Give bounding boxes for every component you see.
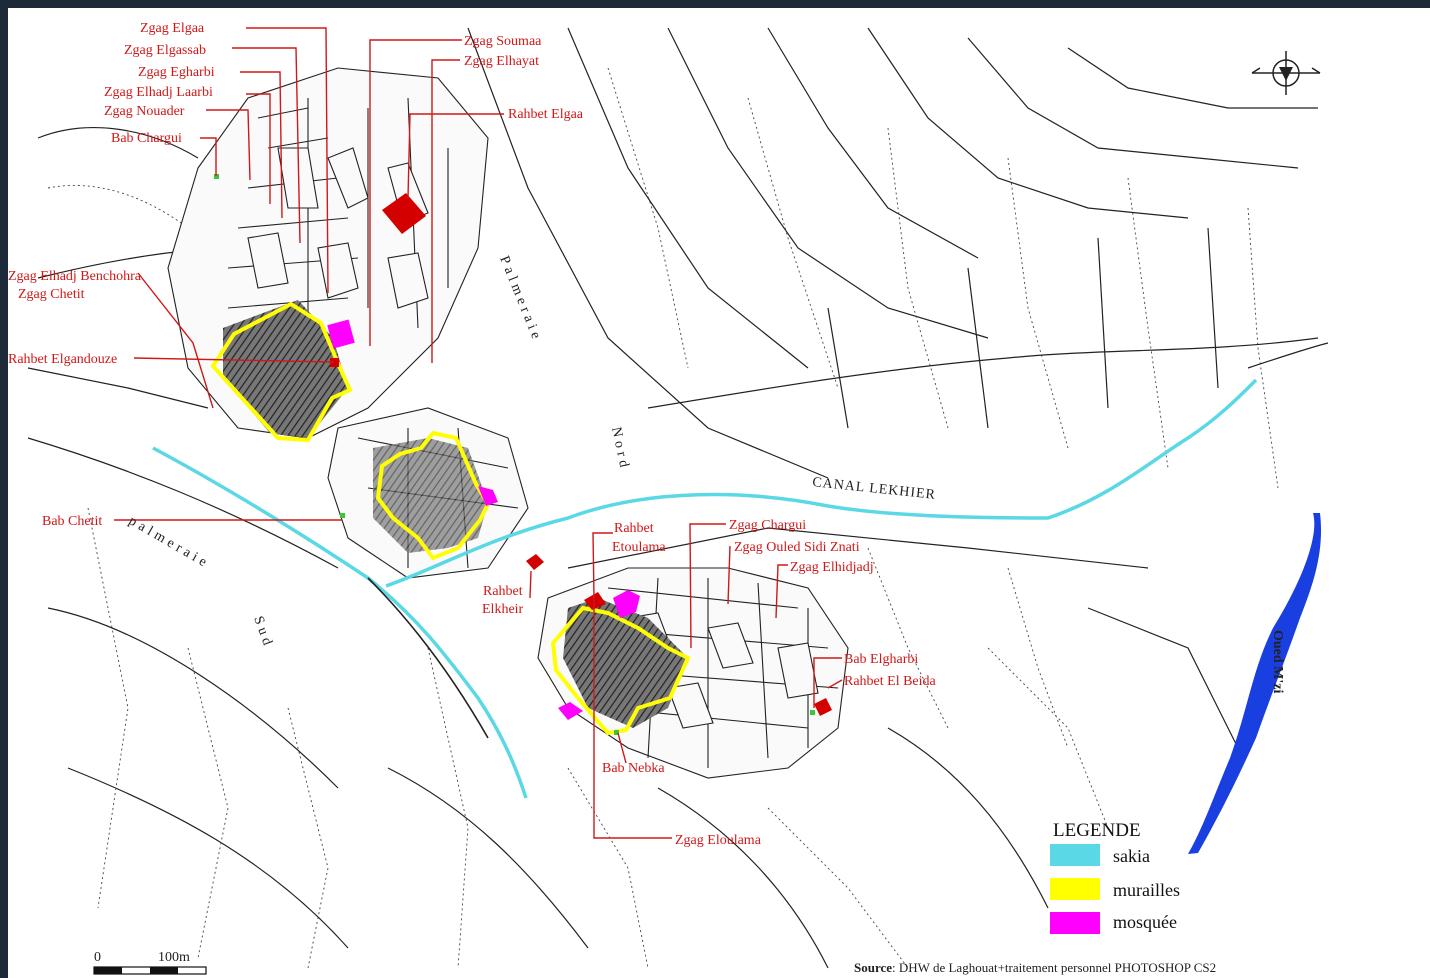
label-zgag-chargui: Zgag Chargui — [729, 518, 806, 533]
bab-chargui-gate — [214, 174, 219, 179]
label-zgag-elgaa: Zgag Elgaa — [140, 21, 205, 36]
label-rahbet-elkheir-2: Elkheir — [482, 602, 524, 617]
label-rahbet-etoulama-2: Etoulama — [612, 540, 666, 555]
muraille-sud — [550, 605, 691, 736]
mosque-centre — [478, 486, 498, 506]
label-palmeraie-sud-2: Sud — [250, 614, 276, 651]
muraille-nord — [210, 301, 353, 443]
label-zgag-elgassab: Zgag Elgassab — [124, 43, 206, 58]
legend-swatch-sakia — [1050, 844, 1100, 866]
rahbet-elgaa-square — [382, 193, 426, 234]
label-canal-lekhier: CANAL LEKHIER — [812, 475, 937, 503]
label-bab-elgharbi: Bab Elgharbi — [844, 652, 918, 667]
leader-lines — [114, 27, 843, 839]
gates — [214, 174, 815, 735]
bab-nebka-gate — [614, 730, 619, 735]
map-canvas: Zgag Elgaa Zgag Elgassab Zgag Egharbi Zg… — [8, 8, 1430, 978]
scale-bar: 0 100m — [93, 950, 207, 975]
source-credit: Source: DHW de Laghouat+traitement perso… — [854, 960, 1216, 975]
walled-quarters — [223, 300, 688, 728]
label-zgag-elhayat: Zgag Elhayat — [464, 54, 539, 69]
canal-lekhier — [385, 378, 1258, 588]
rahbet-elkheir-square — [526, 554, 544, 570]
black-canal-edge — [367, 577, 489, 739]
legend-swatch-murailles — [1050, 878, 1100, 900]
label-zgag-elhidjadj: Zgag Elhidjadj — [790, 560, 874, 575]
legend-title: LEGENDE — [1053, 820, 1141, 841]
label-zgag-chetit: Zgag Chetit — [18, 287, 85, 302]
label-zgag-elhadj-laarbi: Zgag Elhadj Laarbi — [104, 85, 213, 100]
scale-start: 0 — [94, 950, 101, 965]
legend-label-murailles: murailles — [1113, 880, 1180, 900]
label-zgag-ouled-sidi-znati: Zgag Ouled Sidi Znati — [734, 540, 860, 555]
legend: LEGENDE sakia murailles mosquée — [1050, 820, 1180, 934]
label-bab-chargui: Bab Chargui — [111, 131, 182, 146]
label-zgag-nouader: Zgag Nouader — [104, 104, 185, 119]
label-bab-nebka: Bab Nebka — [602, 761, 665, 776]
north-arrow-icon — [1251, 51, 1321, 95]
sakia-ouest — [152, 446, 528, 799]
label-zgag-soumaa: Zgag Soumaa — [464, 34, 542, 49]
label-oued-mzi: Oued M'zi — [1270, 630, 1285, 693]
source-prefix: Source — [854, 960, 892, 975]
rahbet-etoulama-square — [584, 592, 606, 610]
mosque-sud-1 — [613, 590, 640, 618]
label-palmeraie-sud: palmeraie — [126, 513, 212, 572]
palmeraie-parcels — [27, 27, 1329, 969]
mosques — [327, 319, 640, 720]
label-rahbet-elgandouze: Rahbet Elgandouze — [8, 352, 117, 367]
label-rahbet-elgaa: Rahbet Elgaa — [508, 107, 584, 122]
muraille-centre — [375, 430, 491, 561]
mosque-sud-2 — [558, 702, 583, 720]
label-palmeraie-nord: Palmeraie — [496, 254, 544, 345]
rahbet-elgandouze-square — [330, 358, 339, 367]
label-rahbet-etoulama-1: Rahbet — [614, 521, 654, 536]
label-rahbet-elkheir-1: Rahbet — [483, 584, 523, 599]
rahbat-squares — [330, 193, 832, 716]
label-zgag-eloulama: Zgag Eloulama — [675, 833, 762, 848]
source-text: : DHW de Laghouat+traitement personnel P… — [892, 960, 1216, 975]
label-bab-chetit: Bab Chetit — [42, 514, 102, 529]
sakia-canals — [152, 378, 1258, 799]
bab-chetit-gate — [340, 513, 345, 518]
murailles-walls — [210, 301, 691, 736]
label-rahbet-el-beida: Rahbet El Beida — [844, 674, 937, 689]
label-zgag-elhadj-benchohra: Zgag Elhadj Benchohra — [8, 269, 142, 284]
mosque-nord — [327, 319, 355, 349]
bab-elgharbi-gate — [810, 710, 815, 715]
rahbet-el-beida-square — [814, 698, 832, 716]
map-svg: Zgag Elgaa Zgag Elgassab Zgag Egharbi Zg… — [8, 21, 1329, 975]
legend-label-mosquee: mosquée — [1113, 912, 1177, 932]
legend-swatch-mosquee — [1050, 912, 1100, 934]
legend-label-sakia: sakia — [1113, 846, 1150, 866]
oued-mzi — [1188, 513, 1322, 854]
label-zgag-egharbi: Zgag Egharbi — [138, 65, 215, 80]
label-palmeraie-nord-2: Nord — [608, 426, 632, 473]
scale-end: 100m — [158, 950, 190, 965]
